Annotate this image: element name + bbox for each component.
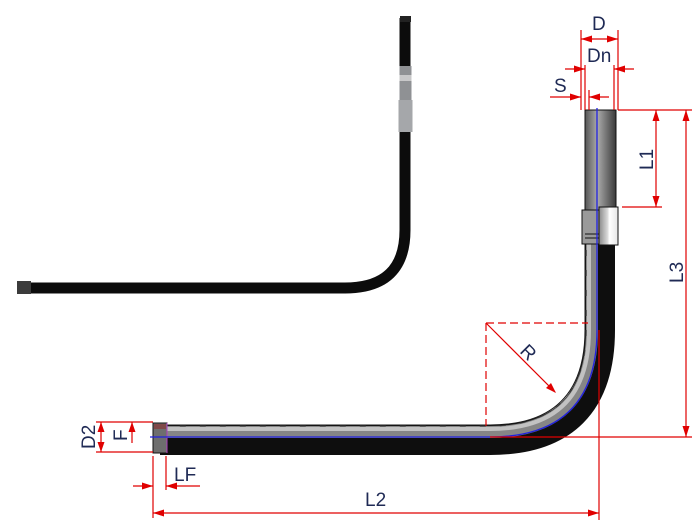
label-L2: L2 [365,490,386,511]
label-L3: L3 [667,262,688,283]
dimension-labels: D Dn S L1 L3 R D2 F LF L2 [79,14,688,511]
dimension-lines [96,30,692,520]
label-L1: L1 [637,149,658,170]
label-Dn: Dn [587,46,611,67]
label-S: S [554,76,567,97]
label-D2: D2 [79,425,100,449]
label-F: F [111,429,132,441]
label-D: D [592,14,606,35]
label-R: R [515,341,540,366]
pipe-photo [17,16,413,294]
label-LF: LF [174,465,196,486]
pipe-centerline [150,108,598,438]
